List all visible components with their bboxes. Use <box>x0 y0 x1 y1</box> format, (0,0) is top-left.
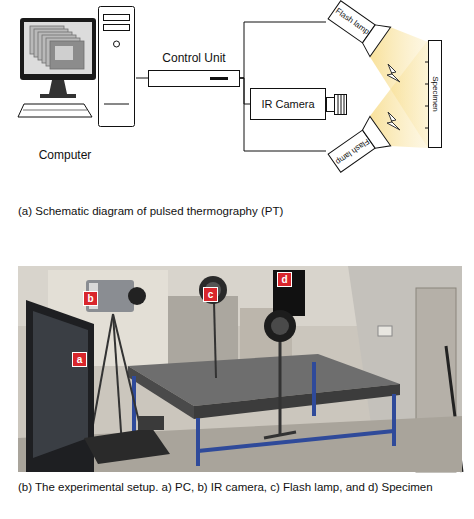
ir-camera-box: IR Camera <box>250 88 326 120</box>
tripod <box>90 314 142 446</box>
callout-letter: b <box>83 291 98 306</box>
flash-lamp-photo <box>271 317 289 335</box>
specimen-plate <box>429 41 442 148</box>
lens-ridge <box>344 95 345 114</box>
keyboard-photo <box>84 428 170 464</box>
callout-letter: c <box>203 287 218 302</box>
specimen-photo <box>273 270 305 316</box>
ir-camera-box-outline <box>251 89 326 120</box>
drive-bay <box>104 15 130 21</box>
callout-letter: a <box>72 352 87 367</box>
node-label: Control Unit <box>148 52 240 65</box>
wall-socket <box>378 326 392 336</box>
connector-wire <box>240 22 326 78</box>
tripod-leg <box>113 314 142 434</box>
lamp-stand <box>264 432 296 438</box>
power-button <box>114 41 120 47</box>
table-leg <box>196 418 200 466</box>
flash-bolt <box>387 64 400 130</box>
process-box <box>251 89 326 120</box>
setup-photo <box>18 266 462 472</box>
monitor-stand <box>49 80 67 94</box>
tower-detail <box>104 104 129 105</box>
connector-wire <box>136 78 148 79</box>
lens-ridge <box>338 95 339 114</box>
unit-slot <box>210 77 228 80</box>
camera-lens <box>327 95 347 115</box>
figure-caption: (a) Schematic diagram of pulsed thermogr… <box>18 203 458 219</box>
optical-table <box>128 366 194 419</box>
flash-lamp: Flash lamp <box>326 2 392 52</box>
pc-monitor-photo <box>26 300 94 472</box>
lens-ridge <box>341 95 342 114</box>
connector-wire <box>240 78 250 104</box>
table-leg <box>312 362 316 416</box>
node-label: IR Camera <box>261 98 314 110</box>
flash-lamp-outline <box>324 0 391 57</box>
node-label: Computer <box>18 149 112 162</box>
monitor-frame <box>20 18 96 80</box>
control-unit-box <box>149 71 240 87</box>
optical-table <box>194 384 400 419</box>
drive-bay <box>104 25 130 31</box>
flash-lamp-photo <box>264 310 296 342</box>
photo-wall <box>18 266 462 472</box>
callout-letter: d <box>277 272 292 287</box>
flash-lamp-photo <box>199 276 227 304</box>
flash-bolt <box>387 64 400 82</box>
flash-lamp: Flash lamp <box>326 120 392 172</box>
pc-screen-photo <box>33 311 88 458</box>
camera-lens <box>128 287 146 305</box>
monitor-stand <box>40 94 76 98</box>
background-equipment <box>168 296 238 366</box>
node-label: Specimen <box>431 76 440 112</box>
defect-mark <box>425 106 429 107</box>
specimen-plate-outline <box>425 41 442 148</box>
lamp-stand <box>279 340 282 436</box>
keyboard <box>18 104 92 117</box>
thermal-spot <box>55 46 73 60</box>
monitor-screen <box>24 22 92 74</box>
flash-bolt <box>387 112 400 130</box>
lamp-stand <box>214 302 216 378</box>
keyboard <box>23 110 87 111</box>
computer-node: Computer <box>18 4 136 162</box>
thermal-frame <box>50 41 84 69</box>
table-bar <box>198 431 394 451</box>
figure-caption: (b) The experimental setup. a) PC, b) IR… <box>18 479 462 495</box>
pc-tower <box>99 7 135 127</box>
defect-mark <box>425 84 429 85</box>
connector-group <box>136 22 326 151</box>
connector-wire <box>240 78 326 151</box>
specimen-plate: Specimen <box>428 40 442 148</box>
flash-lamp-outline <box>324 116 391 178</box>
computer-node-outline <box>18 7 135 127</box>
control-unit-box-outline <box>149 71 240 87</box>
computer-node-outline <box>18 4 136 162</box>
camera-lens <box>335 95 347 115</box>
table-leg <box>134 362 394 466</box>
table-leg <box>392 394 396 446</box>
defect-mark <box>425 128 429 129</box>
camera-lens <box>327 98 335 112</box>
mouse-pad <box>138 416 164 430</box>
defect-mark <box>425 62 429 63</box>
control-unit-box: Control Unit <box>148 52 240 88</box>
